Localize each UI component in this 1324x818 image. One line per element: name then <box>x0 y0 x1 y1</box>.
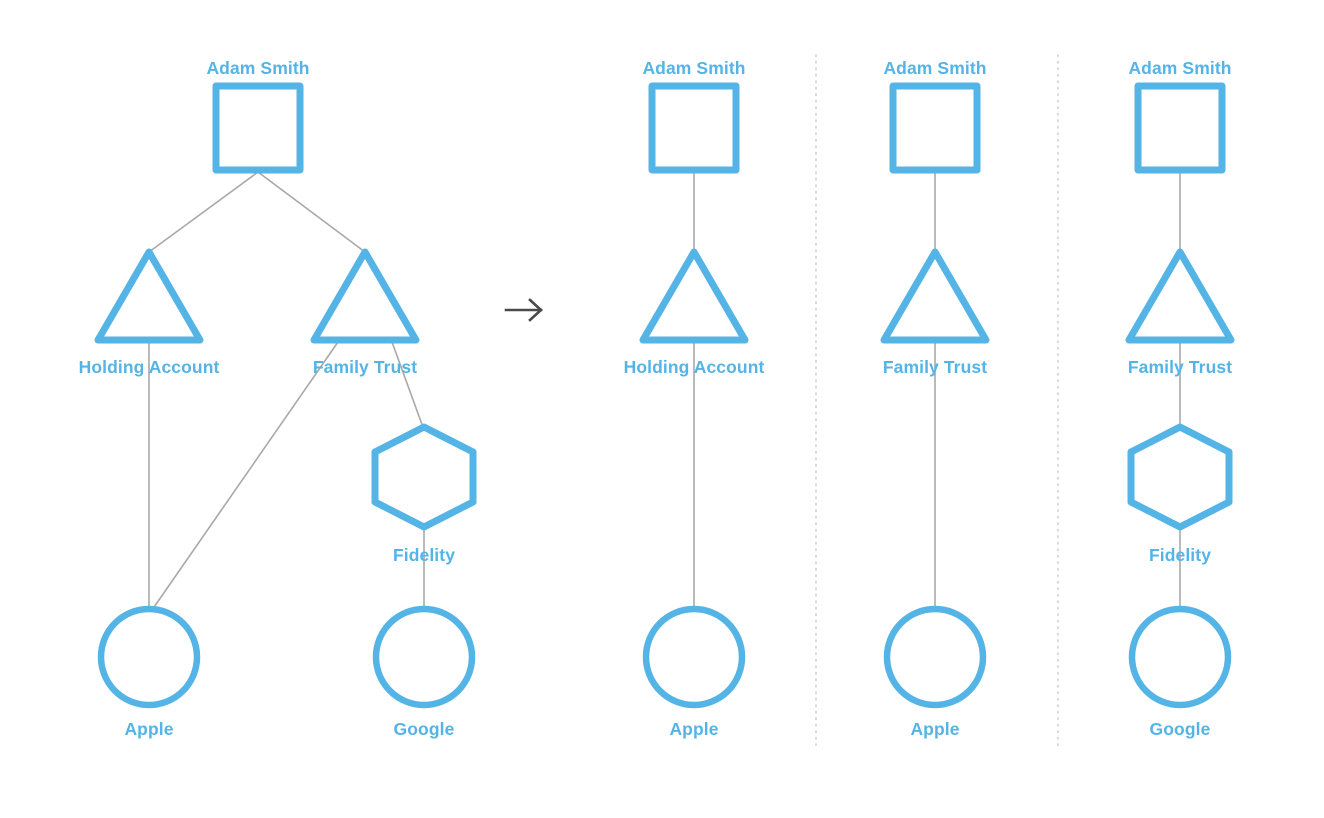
node-label-ownership-path-1-apple: Apple <box>669 719 718 739</box>
panel-dividers <box>815 54 1059 749</box>
node-circle-google[interactable] <box>372 605 476 709</box>
node-label-fidelity: Fidelity <box>393 545 455 565</box>
edge-trust-to-fidelity <box>391 341 425 431</box>
node-label-ownership-path-2-trust: Family Trust <box>883 357 987 377</box>
node-circle-ownership-path-1-apple[interactable] <box>642 605 746 709</box>
node-square-adam[interactable] <box>212 82 304 174</box>
node-hexagon-fidelity[interactable] <box>371 423 477 531</box>
node-label-trust: Family Trust <box>313 357 417 377</box>
edge-trust-to-apple <box>151 341 339 611</box>
right-arrow-icon <box>504 298 543 322</box>
node-square-ownership-path-3-adam[interactable] <box>1134 82 1226 174</box>
node-triangle-ownership-path-1-holding[interactable] <box>639 248 749 344</box>
node-label-ownership-path-2-apple: Apple <box>910 719 959 739</box>
node-square-ownership-path-2-adam[interactable] <box>889 82 981 174</box>
node-label-ownership-path-3-fidelity: Fidelity <box>1149 545 1211 565</box>
node-hexagon-ownership-path-3-fidelity[interactable] <box>1127 423 1233 531</box>
node-label-ownership-path-1-holding: Holding Account <box>624 357 765 377</box>
node-triangle-ownership-path-2-trust[interactable] <box>880 248 990 344</box>
edge-adam-to-trust <box>257 171 366 253</box>
node-triangle-holding[interactable] <box>94 248 204 344</box>
edge-adam-to-holding <box>148 171 259 253</box>
node-label-holding: Holding Account <box>79 357 220 377</box>
source-graph-nodes <box>94 82 477 709</box>
node-square-ownership-path-1-adam[interactable] <box>648 82 740 174</box>
node-label-ownership-path-3-adam: Adam Smith <box>1128 58 1231 78</box>
node-label-google: Google <box>394 719 455 739</box>
node-label-ownership-path-3-trust: Family Trust <box>1128 357 1232 377</box>
node-label-ownership-path-2-adam: Adam Smith <box>883 58 986 78</box>
node-circle-apple[interactable] <box>97 605 201 709</box>
node-triangle-ownership-path-3-trust[interactable] <box>1125 248 1235 344</box>
node-label-apple: Apple <box>124 719 173 739</box>
node-label-adam: Adam Smith <box>206 58 309 78</box>
node-triangle-trust[interactable] <box>310 248 420 344</box>
node-label-ownership-path-3-google: Google <box>1150 719 1211 739</box>
source-graph-edges <box>148 171 425 611</box>
node-label-ownership-path-1-adam: Adam Smith <box>642 58 745 78</box>
node-circle-ownership-path-3-google[interactable] <box>1128 605 1232 709</box>
node-circle-ownership-path-2-apple[interactable] <box>883 605 987 709</box>
